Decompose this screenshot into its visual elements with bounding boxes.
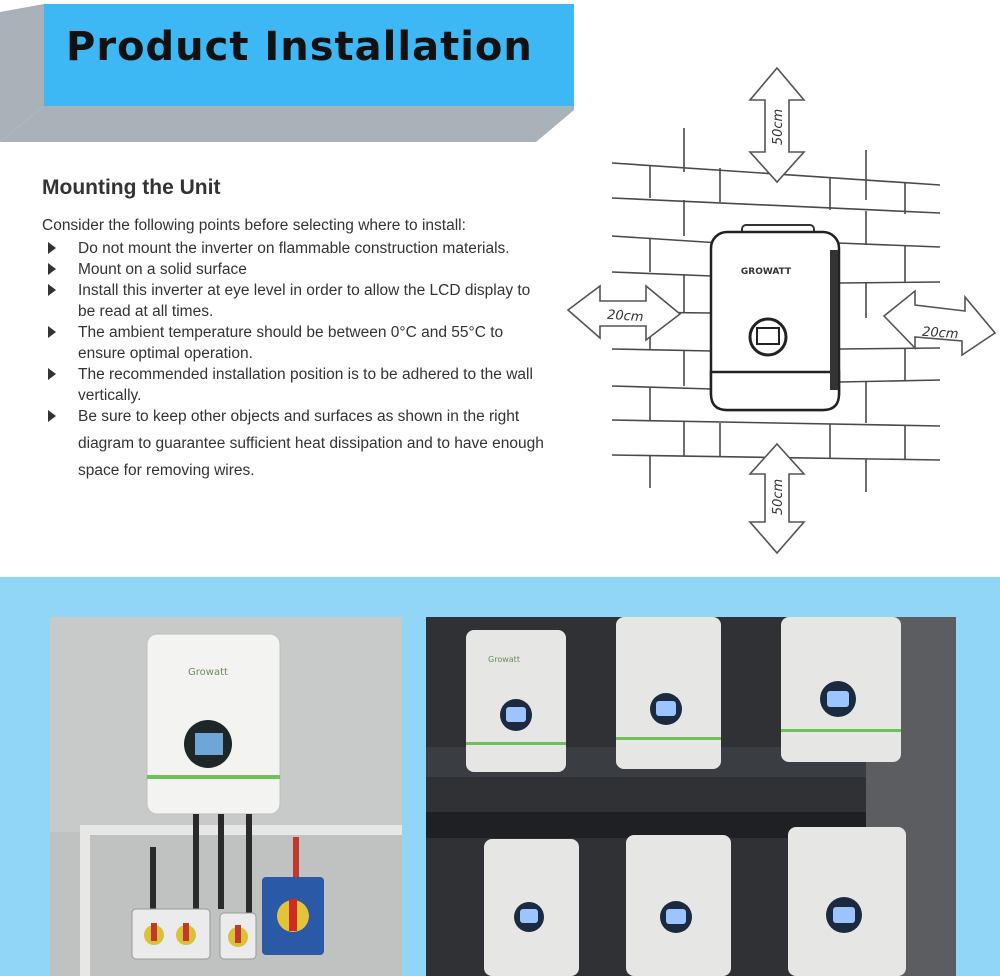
inverter-brand: GROWATT (741, 267, 792, 277)
list-item: The ambient temperature should be betwee… (44, 322, 544, 364)
intro-text: Consider the following points before sel… (42, 217, 466, 234)
section-title: Mounting the Unit (42, 176, 221, 199)
bullet-arrow-icon (48, 368, 56, 380)
list-item-text: The ambient temperature should be betwee… (78, 324, 504, 362)
list-item: Do not mount the inverter on flammable c… (44, 238, 544, 259)
list-item-text: Install this inverter at eye level in or… (78, 282, 531, 320)
bullet-arrow-icon (48, 242, 56, 254)
right-clearance-arrow-icon (882, 289, 997, 357)
bullet-arrow-icon (48, 263, 56, 275)
installation-photo-single: Growatt (50, 617, 402, 976)
bottom-clearance-arrow-icon (748, 442, 806, 555)
bullet-arrow-icon (48, 410, 56, 422)
left-clearance-arrow-icon (566, 284, 682, 342)
left-photo-brand: Growatt (188, 667, 228, 678)
list-item-text: Do not mount the inverter on flammable c… (78, 240, 510, 257)
banner-shape (0, 4, 574, 142)
top-clearance-arrow-icon (748, 66, 806, 184)
list-item: Install this inverter at eye level in or… (44, 280, 544, 322)
clearance-diagram: GROWATT 50cm 50cm 20cm 20cm (566, 66, 997, 555)
bullet-arrow-icon (48, 326, 56, 338)
mounting-points-list: Do not mount the inverter on flammable c… (44, 238, 544, 484)
list-item-text: Mount on a solid surface (78, 261, 247, 278)
left-clearance-label: 20cm (607, 308, 644, 325)
right-photo-brand: Growatt (488, 655, 520, 664)
header-banner: Product Installation (0, 0, 580, 145)
list-item: Be sure to keep other objects and surfac… (44, 403, 544, 484)
inverter-illustration: GROWATT (709, 224, 841, 412)
installation-photo-array: Growatt (426, 617, 956, 976)
list-item: Mount on a solid surface (44, 259, 544, 280)
list-item-text: Be sure to keep other objects and surfac… (78, 408, 544, 479)
right-clearance-label: 20cm (922, 325, 959, 342)
page-title: Product Installation (66, 24, 533, 70)
top-clearance-label: 50cm (771, 109, 786, 145)
list-item-text: The recommended installation position is… (78, 366, 533, 404)
list-item: The recommended installation position is… (44, 364, 544, 406)
bullet-arrow-icon (48, 284, 56, 296)
bottom-clearance-label: 50cm (771, 479, 786, 515)
